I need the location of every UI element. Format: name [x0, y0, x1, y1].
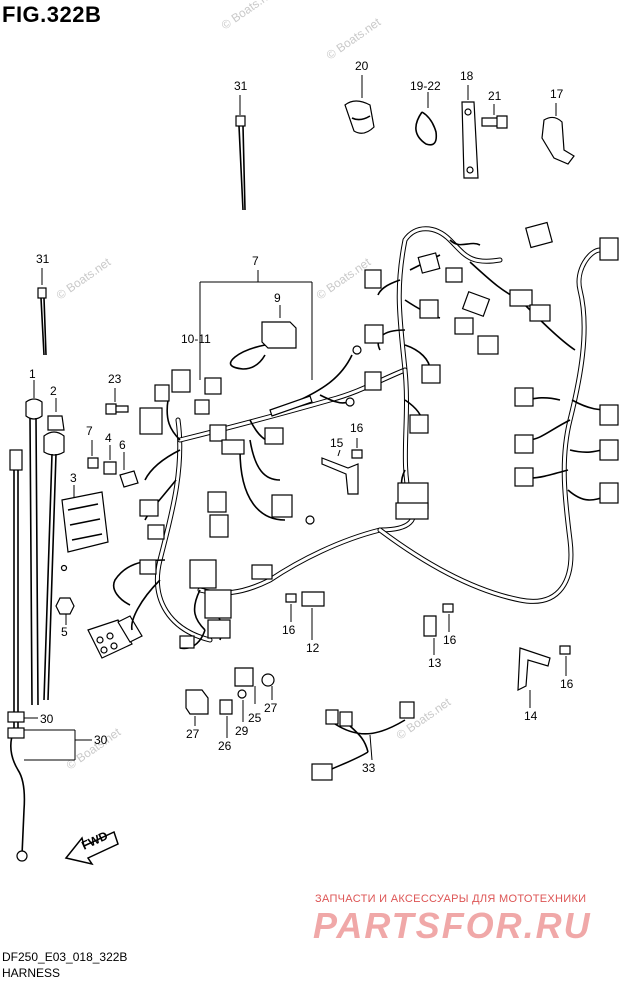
partner-tagline: ЗАПЧАСТИ И АКСЕССУАРЫ ДЛЯ МОТОТЕХНИКИ	[315, 893, 587, 905]
part-3-control-module	[60, 485, 109, 572]
watermark-text: © Boats.net	[324, 15, 384, 63]
parts-24-28-hardware	[185, 667, 275, 738]
partner-logo: PARTSFOR.RU	[313, 905, 592, 946]
part-31-cable-tie	[37, 268, 47, 356]
watermark-text: © Boats.net	[219, 0, 279, 32]
callout-29: 30	[94, 733, 108, 747]
callout-26: 27	[186, 727, 200, 741]
part-2-terminal-cap	[47, 398, 65, 431]
callout-16: 16	[560, 677, 574, 691]
fwd-arrow-icon: FWD	[64, 828, 119, 866]
part-21-bolt	[481, 104, 508, 129]
part-33-sub-harness	[311, 701, 415, 781]
part-8-leader	[199, 270, 313, 380]
callout-24: 25	[248, 711, 262, 725]
figure-title: FIG.322B	[2, 2, 102, 27]
callout-18: 18	[460, 69, 474, 83]
watermarks: © Boats.net © Boats.net © Boats.net © Bo…	[54, 0, 454, 772]
callout-33: 33	[362, 761, 376, 775]
callout-28: 29	[235, 724, 249, 738]
callout-20: 20	[355, 59, 369, 73]
callout-8: 7	[252, 254, 259, 268]
callout-16: 16	[282, 623, 296, 637]
callout-7: 7	[86, 424, 93, 438]
watermark-text: © Boats.net	[54, 255, 114, 303]
part-1-battery-cable	[25, 380, 43, 706]
callout-6: 6	[119, 438, 126, 452]
callout-31: 31	[36, 252, 50, 266]
model-code: DF250_E03_018_322B	[2, 950, 128, 964]
callout-5: 5	[61, 625, 68, 639]
main-wire-harness	[112, 226, 611, 650]
parts-4-6-7-fasteners	[87, 440, 139, 488]
callout-32: 31	[234, 79, 248, 93]
callout-27: 27	[264, 701, 278, 715]
callout-10-11: 10-11	[181, 332, 211, 346]
callout-1: 1	[29, 367, 36, 381]
callout-4: 4	[105, 431, 112, 445]
ground-cable	[43, 431, 65, 701]
part-5-nut	[55, 597, 75, 625]
part-19-22-clip	[415, 92, 438, 146]
part-16-bolts	[285, 438, 571, 676]
callout-19-22: 19-22	[410, 79, 441, 93]
callout-30: 30	[40, 712, 54, 726]
callout-25: 26	[218, 739, 232, 753]
callout-13: 13	[428, 656, 442, 670]
part-17-clip	[541, 103, 575, 165]
callout-2: 2	[50, 384, 57, 398]
callout-16: 16	[350, 421, 364, 435]
callout-12: 12	[306, 641, 320, 655]
callout-21: 21	[488, 89, 502, 103]
harness-connectors	[139, 221, 619, 649]
callout-16: 16	[443, 633, 457, 647]
watermark-text: © Boats.net	[64, 725, 124, 773]
part-15-bracket	[321, 449, 359, 495]
part-18-bracket	[461, 85, 479, 179]
callout-9: 9	[274, 291, 281, 305]
callout-15: 15	[330, 436, 344, 450]
part-12-bracket	[301, 591, 325, 640]
diagram-caption: HARNESS	[2, 966, 61, 980]
part-9-relay	[229, 305, 297, 370]
main-connector	[87, 615, 143, 659]
callout-labels: 31 20 19-22 18 21 17 31 7 9 10-11 23 1 2…	[29, 59, 574, 775]
callout-23: 23	[108, 372, 122, 386]
callout-3: 3	[70, 471, 77, 485]
part-13-bracket	[423, 615, 437, 655]
part-29-cable	[7, 449, 92, 862]
part-32-cable-tie	[235, 95, 246, 211]
part-23-bolt	[105, 388, 129, 415]
part-14-bracket	[517, 647, 551, 708]
part-20-clip	[344, 75, 375, 134]
callout-14: 14	[524, 709, 538, 723]
callout-17: 17	[550, 87, 564, 101]
